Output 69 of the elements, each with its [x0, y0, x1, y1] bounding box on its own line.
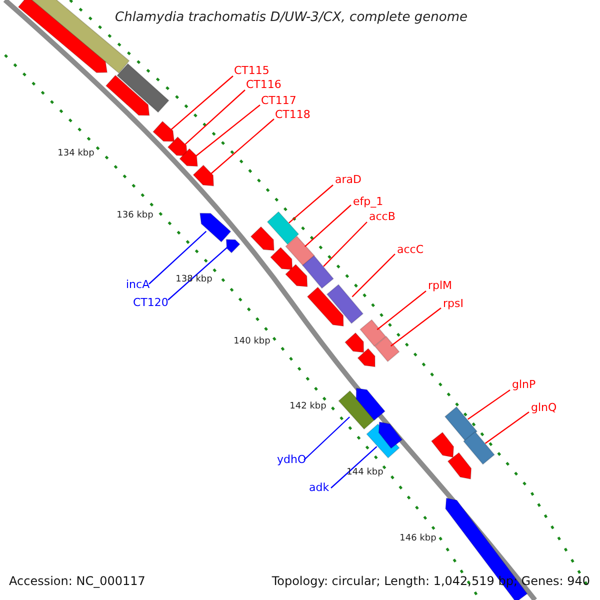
gene-label: incA: [126, 279, 150, 290]
gene-feature: [306, 286, 344, 327]
gene-feature: [152, 120, 175, 142]
tick-label: 146 kbp: [400, 534, 436, 544]
gene-label: CT116: [246, 79, 282, 90]
gene-feature: [192, 164, 214, 186]
gene-feature: [284, 264, 308, 288]
leader-line: [210, 118, 274, 175]
leader-line: [330, 446, 378, 488]
gene-label: CT118: [275, 109, 310, 120]
gene-feature: [226, 238, 240, 254]
leader-line: [288, 184, 334, 224]
tick-label: 134 kbp: [58, 150, 94, 158]
map-title: Chlamydia trachomatis D/UW-3/CX, complete genome: [115, 11, 468, 24]
gene-feature: [360, 319, 386, 347]
gene-feature: [285, 236, 315, 266]
leader-line: [304, 204, 352, 248]
gene-feature: [444, 406, 478, 442]
leader-line: [468, 390, 510, 420]
gene-feature: [326, 284, 364, 324]
gene-feature: [447, 452, 472, 480]
leader-line: [376, 290, 426, 330]
gene-label: araD: [335, 174, 362, 185]
gene-label: CT115: [234, 65, 270, 76]
gene-feature: [356, 388, 386, 421]
leader-line: [168, 245, 230, 300]
leader-line: [323, 222, 368, 267]
gene-label: accB: [369, 211, 396, 222]
gene-label: glnP: [512, 379, 536, 390]
gene-label: glnQ: [531, 402, 557, 413]
tick-label: 136 kbp: [116, 212, 154, 220]
leader-line: [484, 412, 530, 444]
gene-label: adk: [309, 482, 330, 493]
gene-feature: [344, 332, 364, 353]
leader-line: [183, 90, 246, 146]
accession-text: Accession: NC_000117: [9, 575, 146, 587]
leader-line: [352, 254, 396, 298]
gene-feature: [270, 246, 293, 270]
gene-feature: [266, 211, 300, 245]
tick-label: 144 kbp: [346, 468, 384, 478]
gene-feature: [302, 255, 334, 289]
gene-feature: [179, 148, 198, 167]
gene-feature: [378, 421, 403, 449]
gene-feature: [357, 348, 376, 368]
gene-feature: [250, 226, 275, 251]
gene-feature: [374, 336, 400, 362]
leader-line: [194, 104, 260, 158]
gene-feature: [430, 432, 454, 458]
genome-summary: Topology: circular; Length: 1,042,519 bp; Genes: 940: [272, 575, 590, 587]
gene-label: CT117: [261, 95, 296, 106]
gene-feature: [199, 212, 232, 243]
tick-label: 142 kbp: [290, 402, 326, 412]
gene-label: rplM: [428, 280, 452, 291]
tick-label: 140 kbp: [234, 338, 270, 346]
gene-feature: [167, 136, 188, 156]
gene-label: rpsI: [443, 298, 464, 309]
leader-line: [390, 308, 442, 347]
leader-line: [148, 230, 207, 284]
gene-label: ydhO: [277, 454, 306, 465]
gene-feature: [462, 431, 496, 465]
gene-feature: [105, 74, 150, 116]
gene-feature: [338, 390, 376, 430]
gene-label: CT120: [133, 297, 168, 308]
gene-label: accC: [397, 244, 424, 255]
leader-line: [170, 76, 234, 131]
leader-line: [304, 416, 350, 460]
gene-feature: [116, 63, 170, 113]
gene-feature: [18, 0, 108, 74]
gene-label: efp_1: [353, 196, 384, 207]
